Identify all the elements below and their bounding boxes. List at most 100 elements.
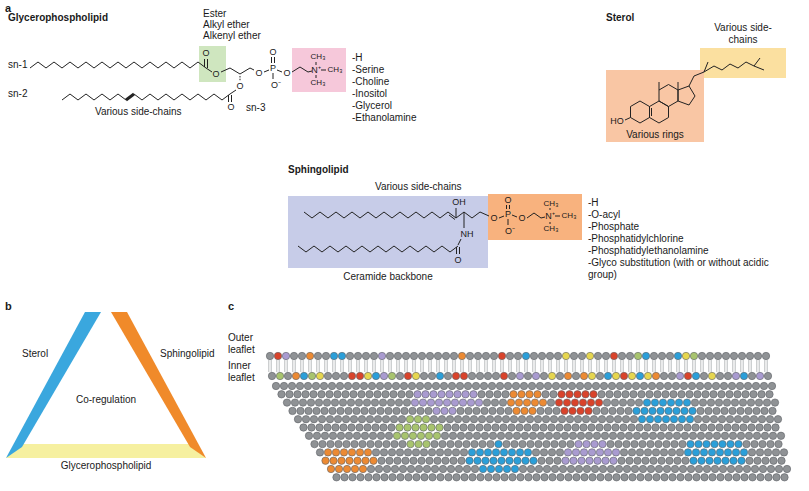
lipid-head <box>349 474 356 481</box>
lipid-head <box>578 352 585 359</box>
lipid-head <box>670 416 677 423</box>
lipid-head <box>420 372 427 379</box>
lipid-head <box>548 372 555 379</box>
lipid-head <box>439 465 446 472</box>
lipid-head <box>681 407 688 414</box>
lipid-head <box>398 416 405 423</box>
lipid-head <box>694 391 701 398</box>
lipid-head <box>425 432 432 439</box>
lipid-tail <box>757 360 759 372</box>
lipid-head <box>375 440 382 447</box>
lipid-head <box>592 382 599 389</box>
text-label: Inner leaflet <box>228 360 268 383</box>
atom-label: CH₃ <box>328 65 343 74</box>
lipid-head <box>380 424 387 431</box>
lipid-head <box>699 399 706 406</box>
lipid-head <box>673 432 680 439</box>
lipid-head <box>404 449 411 456</box>
lipid-head <box>629 474 636 481</box>
lipid-head <box>635 399 642 406</box>
lipid-head <box>753 407 760 414</box>
lipid-head <box>616 382 623 389</box>
lipid-head <box>630 416 637 423</box>
lipid-head <box>449 407 456 414</box>
lipid-head <box>672 382 679 389</box>
lipid-head <box>451 399 458 406</box>
lipid-head <box>636 372 643 379</box>
lipid-head <box>406 416 413 423</box>
lipid-head <box>294 416 301 423</box>
lipid-head <box>646 416 653 423</box>
lipid-head <box>441 407 448 414</box>
lipid-head <box>322 352 329 359</box>
lipid-tail <box>509 360 511 372</box>
lipid-tail <box>677 360 679 372</box>
lipid-head <box>320 382 327 389</box>
lipid-head <box>590 391 597 398</box>
lipid-head <box>550 416 557 423</box>
text-label: -Phosphatidylchlorine <box>588 233 684 245</box>
lipid-head <box>705 407 712 414</box>
lipid-tail <box>685 360 687 372</box>
lipid-head <box>583 440 590 447</box>
lipid-head <box>376 382 383 389</box>
lipid-head <box>543 440 550 447</box>
lipid-tail <box>501 360 503 372</box>
lipid-head <box>740 449 747 456</box>
lipid-head <box>668 424 675 431</box>
lipid-head <box>648 382 655 389</box>
atom-label: O <box>255 68 262 78</box>
text-label: Glycerophospholipid <box>61 460 152 472</box>
lipid-head <box>652 449 659 456</box>
lipid-head <box>292 372 299 379</box>
lipid-head <box>757 474 764 481</box>
lipid-head <box>606 416 613 423</box>
lipid-head <box>516 449 523 456</box>
lipid-head <box>502 416 509 423</box>
side-chain-box: Various side-chains <box>700 48 786 78</box>
lipid-head <box>703 465 710 472</box>
lipid-head <box>771 399 778 406</box>
atom-label: O⁻ <box>505 226 515 236</box>
atom-label: O <box>518 213 525 223</box>
lipid-head <box>724 372 731 379</box>
lipid-head <box>623 465 630 472</box>
lipid-head <box>529 432 536 439</box>
lipid-head <box>390 416 397 423</box>
band <box>6 444 206 458</box>
lipid-head <box>625 407 632 414</box>
atom-label: O⁻ <box>271 80 281 90</box>
lipid-head <box>653 474 660 481</box>
lipid-tail <box>741 360 743 372</box>
lipid-head <box>756 449 763 456</box>
lipid-head <box>268 372 275 379</box>
lipid-head <box>737 407 744 414</box>
lipid-head <box>678 391 685 398</box>
lipid-head <box>380 449 387 456</box>
lipid-head <box>714 457 721 464</box>
lipid-head <box>463 440 470 447</box>
lipid-head <box>713 432 720 439</box>
lipid-head <box>278 391 285 398</box>
lipid-head <box>487 440 494 447</box>
lipid-head <box>322 457 329 464</box>
lipid-head <box>582 391 589 398</box>
lipid-head <box>662 391 669 398</box>
lipid-head <box>721 407 728 414</box>
lipid-head <box>409 407 416 414</box>
lipid-head <box>415 440 422 447</box>
lipid-head <box>335 440 342 447</box>
lipid-head <box>476 372 483 379</box>
lipid-head <box>499 399 506 406</box>
lipid-head <box>697 432 704 439</box>
lipid-head <box>587 399 594 406</box>
lipid-head <box>754 352 761 359</box>
lipid-head <box>706 352 713 359</box>
lipid-head <box>680 382 687 389</box>
lipid-head <box>404 424 411 431</box>
lipid-head <box>676 372 683 379</box>
lipid-head <box>344 382 351 389</box>
lipid-head <box>644 424 651 431</box>
lipid-tail <box>421 360 423 372</box>
lipid-head <box>567 440 574 447</box>
